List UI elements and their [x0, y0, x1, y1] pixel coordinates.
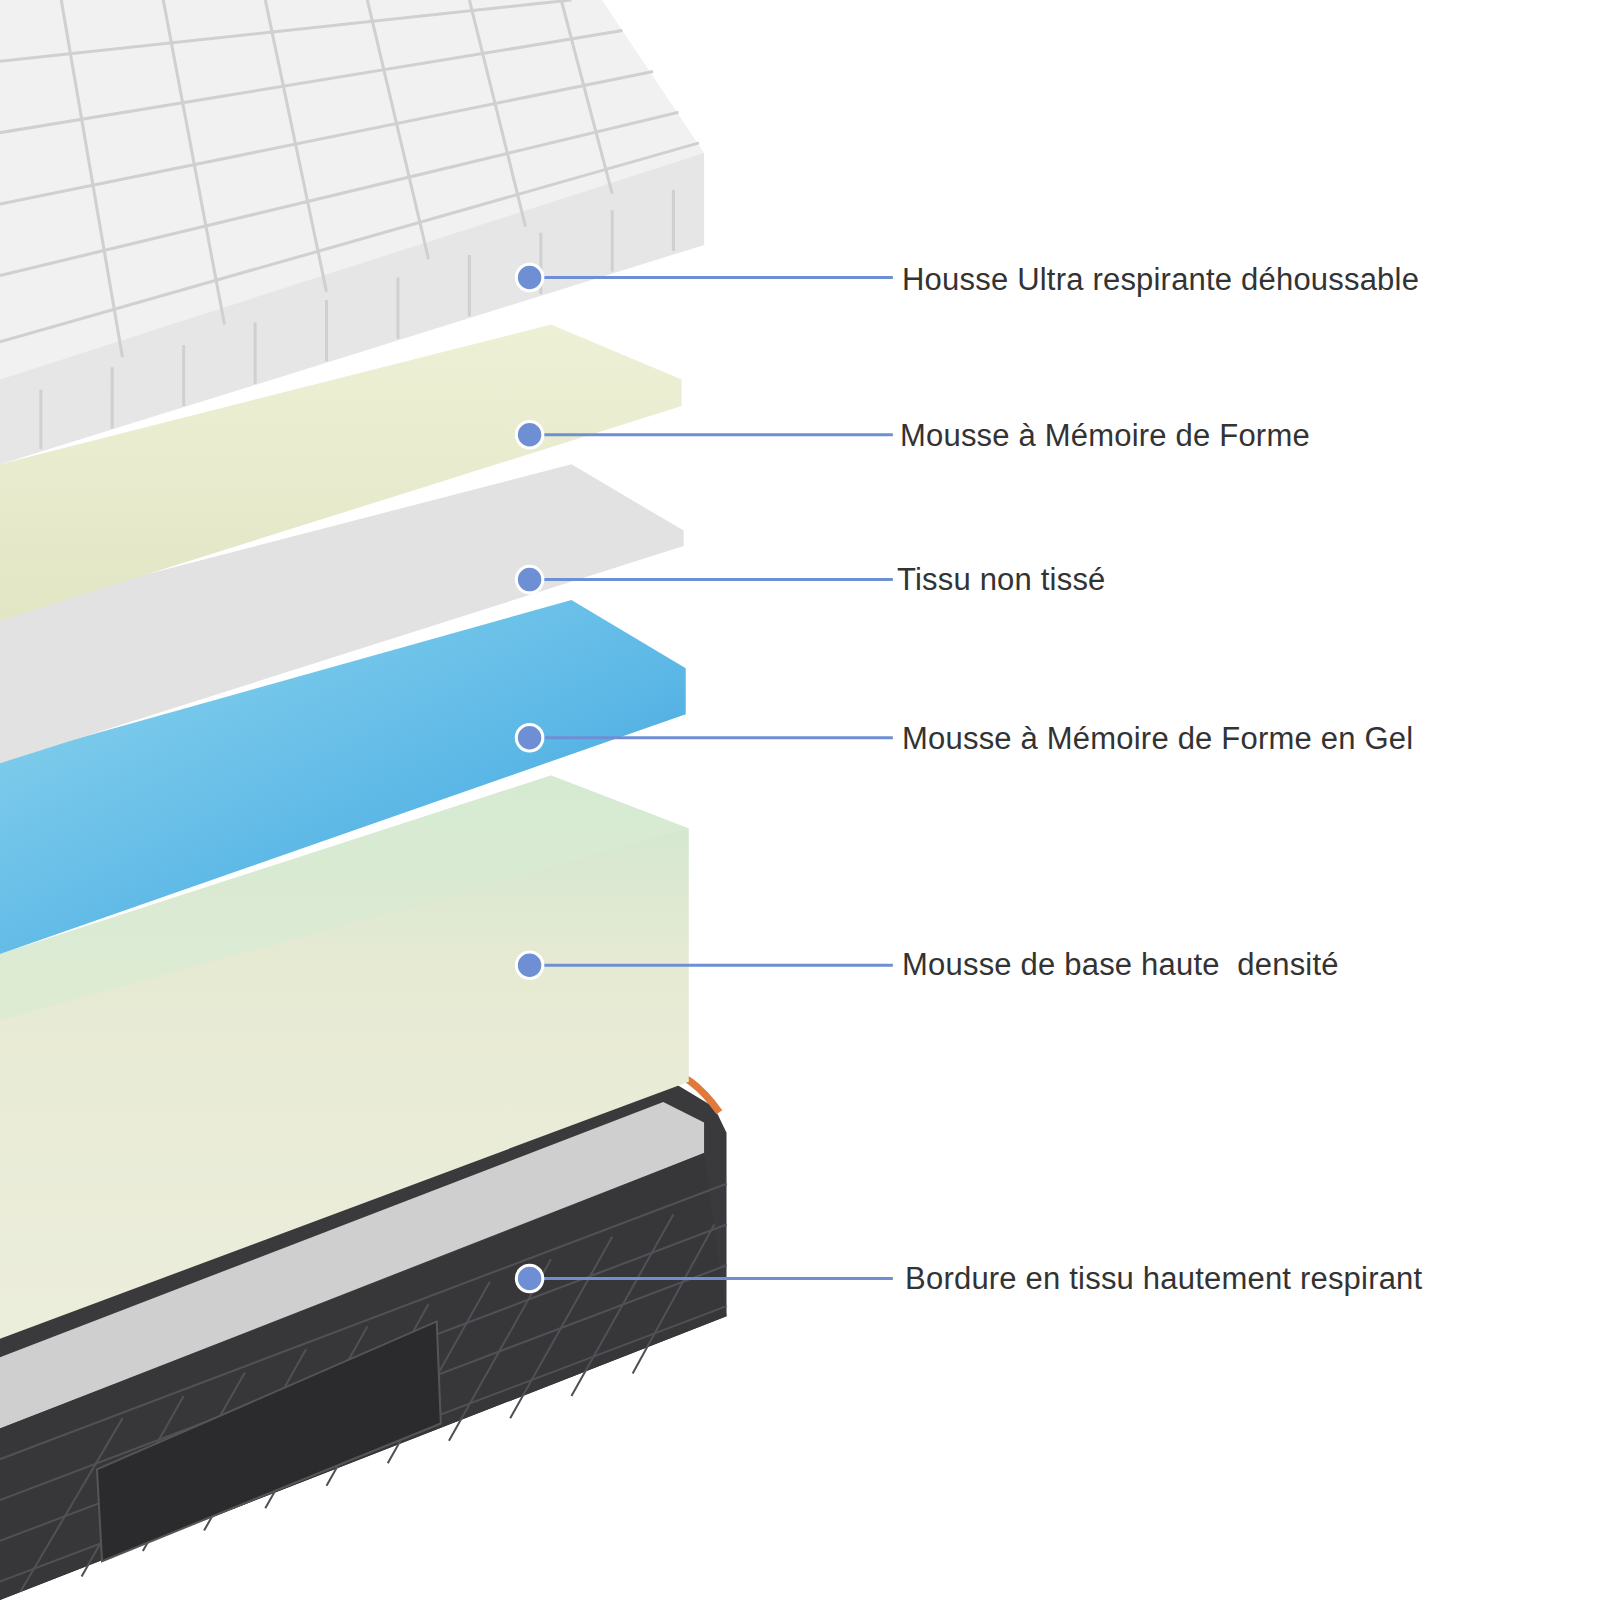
leader-dots — [516, 264, 543, 1292]
callout-label: Housse Ultra respirante déhoussable — [902, 262, 1419, 298]
leader-lines — [530, 278, 893, 1279]
cover — [0, 0, 704, 464]
callout-label: Mousse à Mémoire de Forme — [900, 418, 1310, 454]
callout-label: Mousse de base haute densité — [902, 947, 1339, 983]
callout-label: Mousse à Mémoire de Forme en Gel — [902, 721, 1413, 757]
callout-label: Tissu non tissé — [897, 562, 1106, 598]
callout-label: Bordure en tissu hautement respirant — [905, 1261, 1422, 1297]
